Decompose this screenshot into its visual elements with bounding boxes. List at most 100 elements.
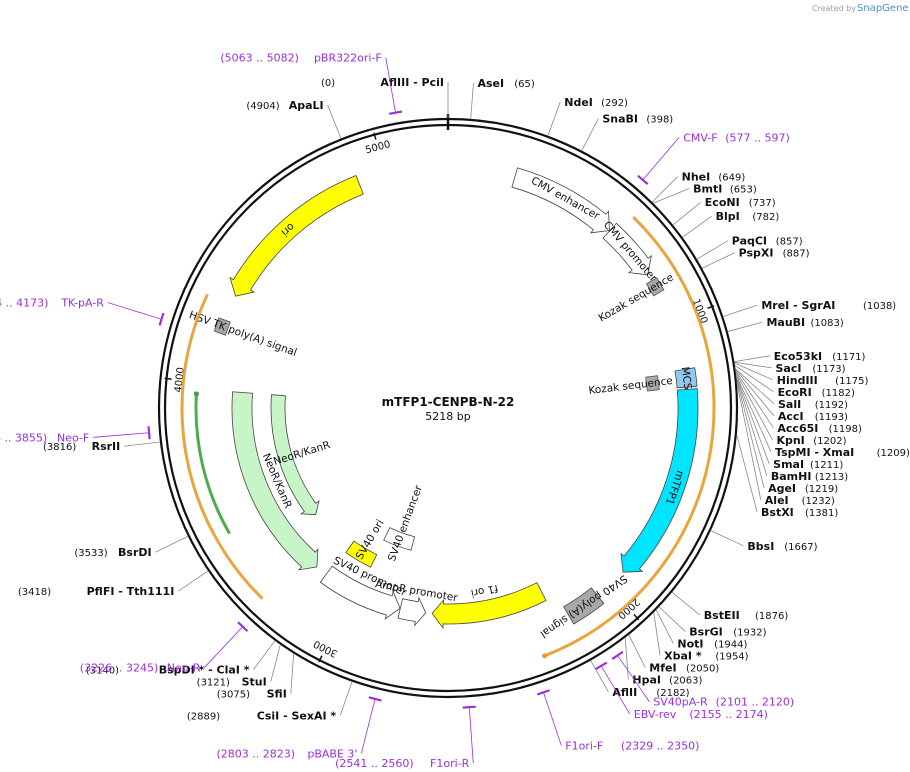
site-bstxi: BstXI(1381): [736, 434, 838, 519]
tick-mark-4000: [164, 377, 172, 380]
feature-sv40-polya: SV40 poly(A) signal: [538, 572, 629, 640]
site-position: (1213): [815, 472, 848, 483]
site-name: AflIII - PciI: [380, 76, 444, 89]
site-position: (1932): [733, 628, 766, 639]
site-position: (3140): [86, 666, 119, 677]
site-name: PflFI - Tth111I: [87, 585, 175, 598]
site-stui: StuI(3121): [197, 644, 281, 689]
tick-mark-5000: [373, 132, 377, 140]
site-position: (649): [718, 173, 745, 184]
site-position: (1173): [812, 364, 845, 375]
site-bbsi: BbsI(1667): [710, 530, 818, 553]
site-position: (1182): [822, 388, 855, 399]
primer-f1ori-f: F1ori-F(2329 .. 2350): [536, 689, 700, 752]
site-eco53ki: Eco53kI(1171): [734, 350, 866, 363]
site-position: (0): [321, 78, 335, 89]
site-position: (3121): [197, 678, 230, 689]
site-acci: AccI (1193): [735, 368, 848, 423]
plasmid-length: 5218 bp: [425, 410, 470, 423]
feature-cmv-promoter: CMV promoter: [601, 219, 660, 285]
site-hpai: HpaI(2063): [624, 637, 703, 687]
site-position: (1876): [755, 611, 788, 622]
site-position: (1944): [714, 640, 747, 651]
feature-orange-1: [542, 216, 716, 659]
site-position: (1381): [805, 508, 838, 519]
site-name: SmaI: [773, 458, 804, 471]
primer-range: (2101 .. 2120): [716, 696, 795, 709]
site-smai: SmaI(1211): [735, 375, 843, 471]
primer-tk-pa-r: TK-pA-R(4154 .. 4173): [0, 297, 165, 326]
site-name: EcoRI: [778, 386, 812, 399]
feature-sv40-enhancer: SV40 enhancer: [383, 483, 425, 563]
site-position: (1192): [815, 400, 848, 411]
site-tspmi: TspMI - XmaI(1209): [735, 374, 910, 459]
primer-sv40pa-r: SV40pA-R (2101 .. 2120): [611, 650, 795, 709]
site-position: (653): [730, 185, 757, 196]
site-noti: NotI(1944): [655, 609, 748, 651]
primer-name: SV40pA-R: [653, 696, 708, 709]
site-rsrii: RsrII(3816): [43, 440, 161, 453]
site-position: (3418): [18, 587, 51, 598]
primer-name: EBV-rev: [634, 708, 677, 721]
site-blpi: BlpI (782): [682, 210, 779, 238]
site-position: (1202): [813, 436, 846, 447]
site-position: (1038): [863, 301, 896, 312]
site-bsteii: BstEII(1876): [671, 591, 788, 622]
site-apali: ApaLI(4904): [246, 99, 342, 139]
tick-mark-2000: [633, 614, 640, 621]
site-position: (1232): [802, 496, 835, 507]
primer-range: (3836 .. 3855): [0, 431, 47, 444]
feature-green-1: [193, 391, 231, 535]
site-position: (1193): [815, 412, 848, 423]
site-snabi: SnaBI(398): [581, 113, 673, 151]
site-name: AleI: [765, 494, 789, 507]
credit-prefix: Created by: [812, 4, 856, 13]
site-name: NdeI: [564, 96, 593, 109]
site-name: XbaI *: [664, 650, 702, 663]
primer-neo-r: Neo-R(3226 .. 3245): [80, 621, 249, 675]
primer-range: (2329 .. 2350): [621, 739, 700, 752]
feature-label-sv40-polya: SV40 poly(A) signal: [538, 572, 629, 640]
site-name: AccI: [778, 410, 804, 423]
site-asei: AseI(65): [470, 77, 535, 119]
site-name: AflII: [612, 686, 637, 699]
site-bsrgi: BsrGI (1932): [658, 606, 767, 639]
site-name: BsrGI: [689, 626, 722, 639]
primer-name: CMV-F: [683, 131, 717, 144]
site-afliii: AflIII - PciI (0): [321, 76, 449, 118]
site-position: (2050): [686, 664, 719, 675]
primer-range: (2541 .. 2560): [335, 757, 414, 770]
site-position: (398): [646, 115, 673, 126]
credit-brand: SnapGene: [857, 3, 909, 14]
primer-range: (2803 .. 2823): [216, 747, 295, 760]
site-position: (737): [749, 198, 776, 209]
feature-ori: ori: [229, 175, 364, 297]
site-name: CsiI - SexAI *: [257, 710, 337, 723]
feature-label-kozak-1: Kozak sequence: [597, 271, 676, 324]
site-position: (1171): [832, 352, 865, 363]
site-nhei: NheI(649): [651, 171, 745, 203]
feature-label-sv40-enhancer: SV40 enhancer: [386, 483, 425, 563]
site-position: (2182): [656, 688, 689, 699]
site-position: (857): [776, 237, 803, 248]
site-xbai: XbaI *(1954): [653, 612, 749, 663]
site-position: (782): [752, 212, 779, 223]
site-position: (1667): [784, 542, 817, 553]
primer-name: Neo-F: [57, 431, 89, 444]
site-sfii: SfiI(3075): [217, 653, 295, 701]
site-position: (1219): [805, 484, 838, 495]
site-name: BlpI: [716, 210, 740, 223]
site-ndei: NdeI(292): [547, 96, 628, 136]
site-sali: SalI(1192): [735, 368, 848, 411]
primer-range: (3226 .. 3245): [80, 662, 159, 675]
feature-hsv-tk-polya: HSV TK poly(A) signal: [187, 309, 298, 359]
feature-label-cmv-promoter: CMV promoter: [601, 219, 660, 285]
site-econi: EcoNI(737): [672, 196, 776, 226]
site-name: RsrII: [92, 440, 121, 453]
site-name: PaqCI: [732, 235, 767, 248]
feature-label-kozak-2: Kozak sequence: [588, 375, 674, 397]
primer-ebv-rev: EBV-rev(2155 .. 2174): [594, 661, 768, 721]
site-position: (1175): [835, 376, 868, 387]
site-position: (887): [783, 249, 810, 260]
site-name: TspMI - XmaI: [775, 446, 854, 459]
